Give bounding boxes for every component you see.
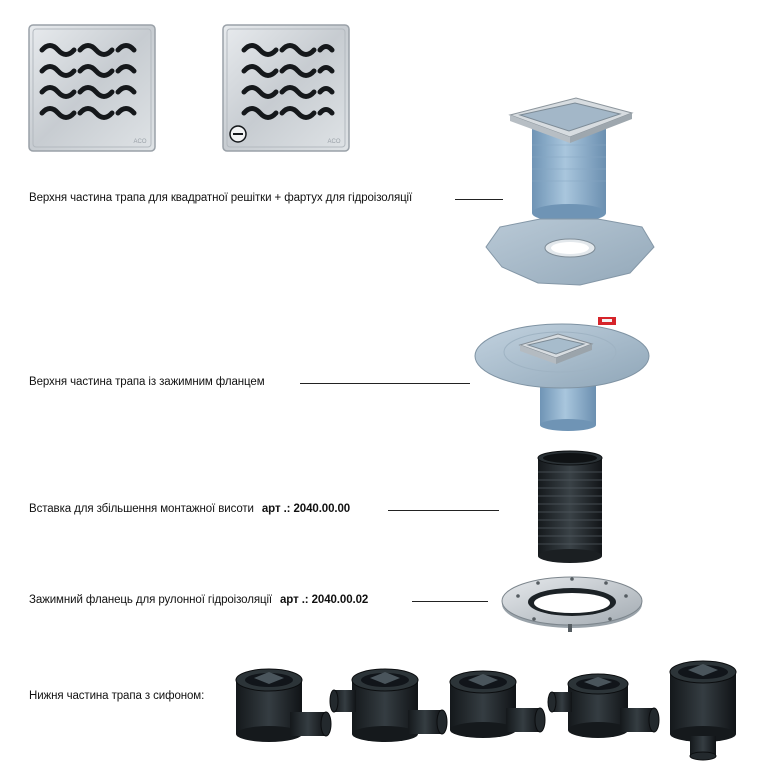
- label-flange: Зажимний фланець для рулонної гідроізоля…: [29, 594, 369, 606]
- svg-text:ACO: ACO: [133, 139, 146, 145]
- leader-line-insert: [388, 510, 499, 511]
- siphon-body-3: [449, 670, 546, 738]
- siphon-body-2: [329, 668, 448, 742]
- label-upper-square: Верхня частина трапа для квадратної реші…: [29, 192, 413, 204]
- article-number-insert: арт .: 2040.00.00: [261, 503, 351, 515]
- leader-line-flange: [412, 601, 488, 602]
- leader-line-upper-clamp: [300, 383, 470, 384]
- article-number-flange: арт .: 2040.00.02: [280, 594, 369, 606]
- wave-grate-with-minus: ACO: [222, 24, 350, 152]
- label-lower: Нижня частина трапа з сифоном:: [29, 690, 205, 702]
- upper-part-square-illustration: [485, 97, 655, 286]
- wave-grate: ACO: [28, 24, 156, 152]
- clamp-flange-illustration: [501, 576, 643, 632]
- upper-part-clamp-illustration: [474, 317, 650, 431]
- siphon-body-vertical: [669, 660, 737, 761]
- leader-line-upper-square: [455, 199, 503, 200]
- siphon-body-1: [235, 668, 332, 742]
- extension-insert-illustration: [537, 450, 603, 563]
- siphon-body-4: [547, 673, 660, 738]
- svg-text:ACO: ACO: [327, 139, 340, 145]
- label-upper-clamp: Верхня частина трапа із зажимним фланцем: [29, 376, 265, 388]
